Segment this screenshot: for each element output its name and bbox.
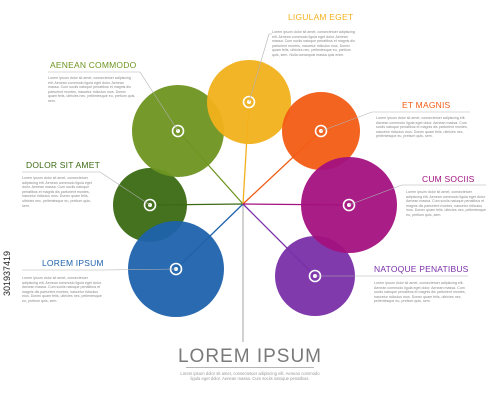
petals: [113, 60, 397, 317]
text-natoque-penatibus: Lorem ipsum dolor sit amet, consectetuer…: [374, 281, 466, 304]
petal-ring-olive: [171, 124, 185, 138]
label-et-magnis: ET MAGNIS: [402, 100, 451, 110]
footer-title: LOREM IPSUM: [177, 346, 323, 367]
text-et-magnis: Lorem ipsum dolor sit amet, consectetuer…: [376, 116, 468, 139]
label-natoque-penatibus: NATOQUE PENATIBUS: [374, 264, 469, 274]
stock-id: 301937419: [2, 250, 12, 296]
leader-olive: [48, 71, 179, 132]
text-ligulam-eget: Lorem ipsum dolor sit amet, consectetuer…: [272, 30, 355, 57]
leader-yellow: [248, 33, 272, 103]
text-dolor-sit-amet: Lorem ipsum dolor sit amet, consectetuer…: [22, 176, 92, 208]
footer-text: Lorem ipsum dolor sit amet, consectetuer…: [180, 371, 320, 382]
text-aenean-commodo: Lorem ipsum dolor sit amet, consectetuer…: [48, 76, 136, 103]
leader-darkgreen: [22, 171, 151, 206]
label-aenean-commodo: AENEAN COMMODO: [50, 60, 137, 70]
label-lorem-ipsum: LOREM IPSUM: [42, 258, 104, 268]
text-cum-sociis: Lorem ipsum dolor sit amet, consectetuer…: [406, 190, 486, 217]
leader-orange: [320, 111, 470, 132]
leader-lines: [22, 33, 486, 277]
label-cum-sociis: CUM SOCIIS: [422, 174, 475, 184]
petal-ring-yellow: [242, 95, 256, 109]
text-lorem-ipsum: Lorem ipsum dolor sit amet, consectetuer…: [22, 276, 102, 303]
label-dolor-sit-amet: DOLOR SIT AMET: [26, 160, 100, 170]
footer-rule: [186, 367, 314, 368]
side-strip: [0, 0, 12, 405]
leader-magenta: [348, 184, 486, 206]
petal-ring-darkgreen: [143, 198, 157, 212]
petal-ring-orange: [314, 124, 328, 138]
label-ligulam-eget: LIGULAM EGET: [288, 12, 354, 22]
petal-ring-magenta: [342, 198, 356, 212]
leader-blue: [22, 268, 177, 271]
